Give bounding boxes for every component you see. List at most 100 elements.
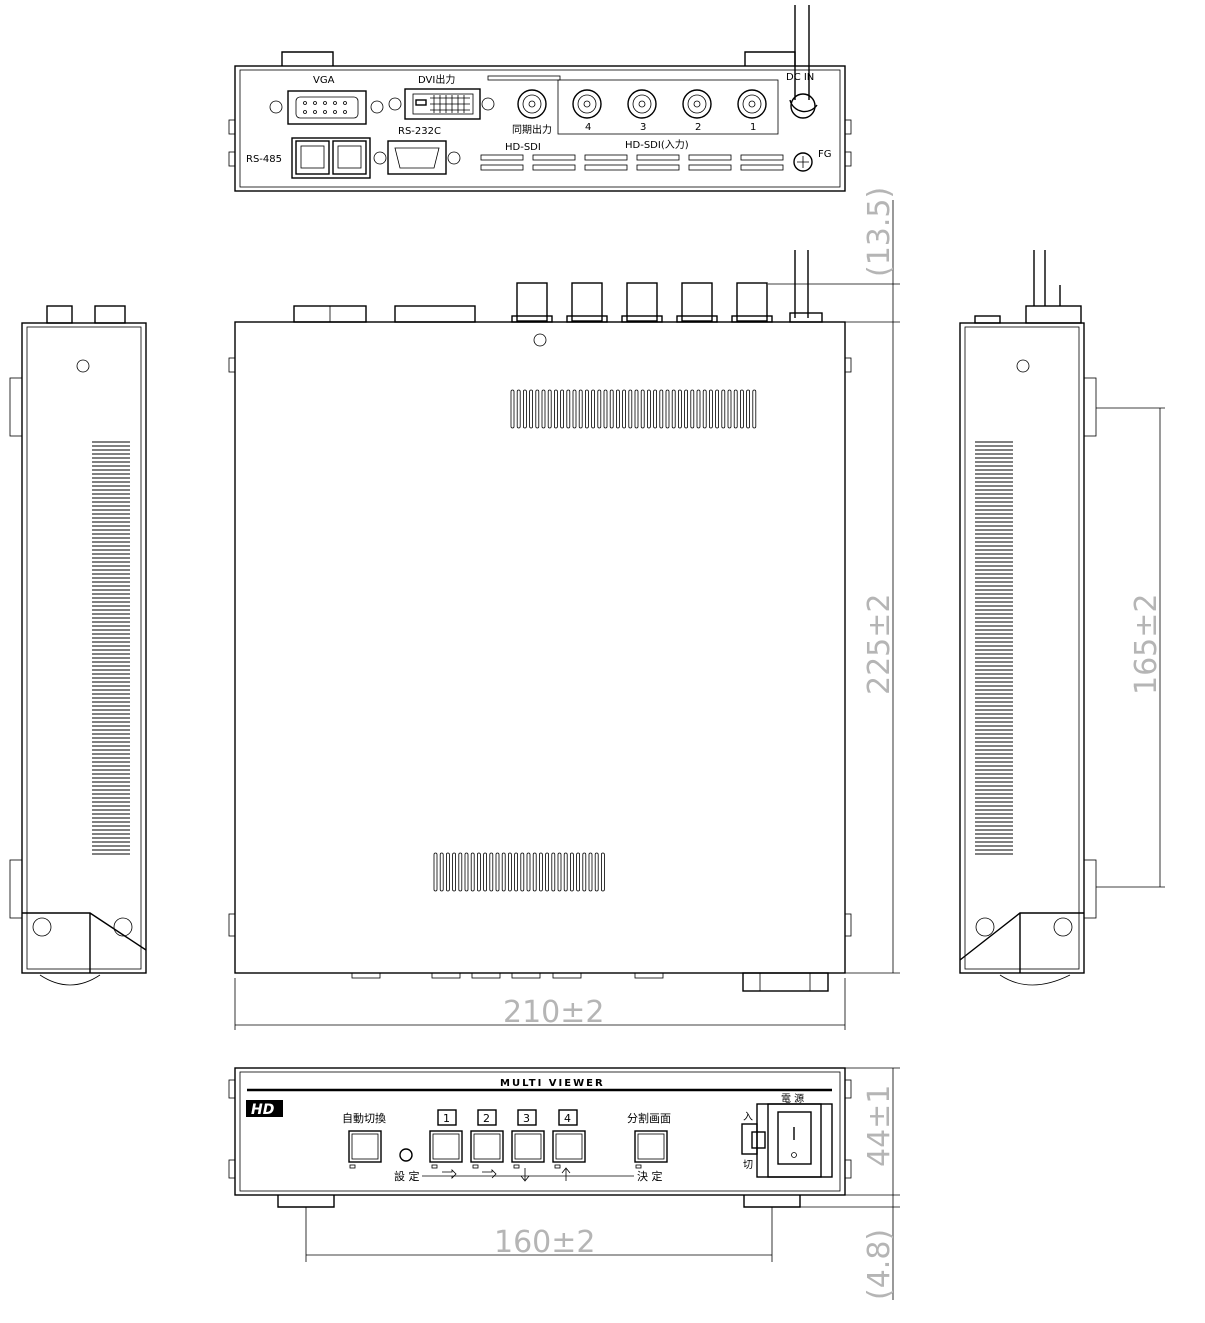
vent-slot (684, 389, 688, 429)
input-number-2: 2 (695, 122, 701, 133)
vent-slot (470, 852, 475, 892)
vga-connector: VGA (269, 75, 384, 125)
dim-width: 210±2 (503, 995, 604, 1030)
vent-slot (516, 389, 521, 429)
vent-slot (501, 852, 506, 892)
svg-text:1: 1 (443, 1112, 450, 1125)
vent-slot (647, 389, 651, 429)
vent-slot (545, 852, 549, 892)
power-switch[interactable] (741, 1103, 833, 1178)
number-button-1[interactable]: 1 (429, 1109, 463, 1169)
vent-slot (740, 389, 744, 429)
vent-slot (572, 389, 577, 429)
dimension-lines: (13.5) 225±2 165±2 210±2 44±1 160±2 (4.8… (234, 187, 1165, 1300)
dim-side-span: 165±2 (1129, 594, 1164, 695)
vent-slot (733, 389, 738, 429)
power-off-label: 切 (743, 1159, 753, 1171)
dim-depth: 225±2 (862, 594, 897, 695)
input-number-4: 4 (585, 122, 591, 133)
dvi-label: DVI出力 (418, 73, 455, 86)
vent-slot (582, 852, 587, 892)
setting-label: 設 定 (394, 1169, 420, 1183)
vent-slot (585, 389, 589, 429)
rs485-label: RS-485 (246, 154, 282, 165)
vent-slot (576, 852, 580, 892)
vent-slot (591, 389, 595, 429)
input-number-3: 3 (640, 122, 646, 133)
vent-slot (507, 852, 512, 892)
dvi-connector: DVI出力 (388, 73, 495, 120)
top-bnc-row (511, 282, 773, 323)
confirm-label: 決 定 (637, 1169, 663, 1183)
vent-slot (433, 852, 438, 892)
vent-slot (526, 852, 531, 892)
vent-slot (597, 389, 602, 429)
vent-slot (588, 852, 593, 892)
vent-slot (640, 389, 645, 429)
split-screen-button[interactable] (634, 1130, 668, 1169)
vent-slot (628, 389, 633, 429)
vent-slot (678, 389, 682, 429)
top-vents-upper (510, 389, 757, 429)
split-screen-label: 分割画面 (627, 1111, 671, 1125)
front-panel-view: MULTI VIEWER HD 自動切換 1 2 3 (228, 1067, 852, 1208)
number-button-3[interactable]: 3 (511, 1109, 545, 1169)
vent-slot (445, 852, 450, 892)
dc-in-label: DC IN (786, 72, 814, 83)
svg-text:HD: HD (251, 1102, 274, 1118)
vent-slot (452, 852, 457, 892)
number-button-2[interactable]: 2 (470, 1109, 504, 1169)
vent-slot (560, 389, 564, 429)
vent-slot (609, 389, 614, 429)
vent-slot (715, 389, 719, 429)
vent-slot (551, 852, 556, 892)
vent-slot (563, 852, 568, 892)
sync-out-label: 同期出力 (512, 123, 552, 136)
vent-slot (489, 852, 494, 892)
vent-slot (495, 852, 500, 892)
vent-slot (483, 852, 488, 892)
top-vents-lower (433, 852, 605, 892)
vent-slot (520, 852, 525, 892)
vent-slot (554, 389, 558, 429)
vent-slot (659, 389, 664, 429)
number-button-4[interactable]: 4 (552, 1109, 586, 1169)
rs232c-label: RS-232C (398, 126, 441, 137)
bnc-input-2 (682, 89, 712, 119)
loop-out-bnc: 同期出力 HD-SDI (487, 75, 561, 153)
vga-label: VGA (313, 75, 335, 86)
vent-slot (566, 389, 571, 429)
front-title: MULTI VIEWER (500, 1078, 605, 1089)
vent-slot (532, 852, 537, 892)
vent-slot (709, 389, 713, 429)
svg-text:2: 2 (483, 1112, 490, 1125)
vent-slot (464, 852, 469, 892)
vent-slot (721, 389, 726, 429)
hd-logo: HD (246, 1100, 283, 1118)
vent-slot (458, 852, 463, 892)
vent-slot (539, 852, 543, 892)
rear-panel-view: VGA DVI出力 同期出力 HD-SDI (228, 5, 852, 192)
vent-slot (514, 852, 518, 892)
vent-slot (601, 852, 605, 892)
fg-label: FG (818, 149, 832, 160)
right-side-view (959, 250, 1097, 986)
vent-slot (603, 389, 608, 429)
auto-switch-label: 自動切換 (342, 1111, 386, 1125)
vent-slot (696, 389, 701, 429)
dim-foot-span: 160±2 (494, 1225, 595, 1260)
right-side-vents (975, 441, 1013, 855)
arrow-guide-line (422, 1167, 634, 1182)
dim-top-offset: (13.5) (862, 187, 897, 277)
dim-height: 44±1 (862, 1085, 897, 1167)
vent-slot (690, 389, 695, 429)
vent-slot (570, 852, 574, 892)
top-view (228, 250, 852, 992)
auto-switch-button[interactable] (348, 1130, 382, 1163)
svg-text:3: 3 (523, 1112, 530, 1125)
vent-slot (529, 389, 533, 429)
power-label: 電 源 (781, 1092, 804, 1105)
svg-text:4: 4 (564, 1112, 571, 1125)
dim-foot-height: (4.8) (862, 1229, 897, 1300)
